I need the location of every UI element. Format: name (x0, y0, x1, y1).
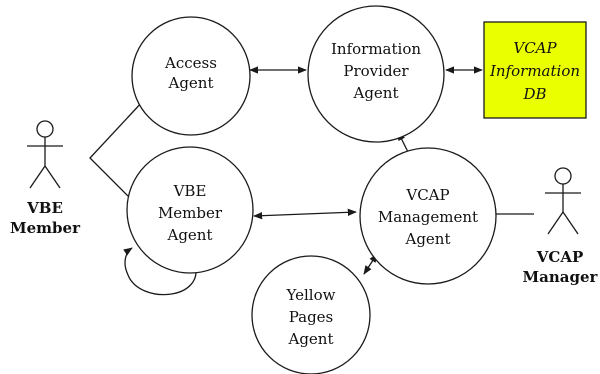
vcap-manager-stick-figure-icon (545, 167, 581, 235)
info-agent-line-2: Provider (343, 62, 409, 80)
access-agent-line-2: Agent (168, 74, 214, 92)
vcap-information-db: VCAP Information DB (483, 21, 587, 119)
vbe-actor-label-2: Member (10, 219, 81, 237)
access-agent-line-1: Access (164, 54, 217, 72)
vcap-management-agent: VCAP Management Agent (359, 147, 497, 285)
db-line-3: DB (522, 85, 546, 103)
yp-agent-line-1: Yellow (286, 286, 336, 304)
info-agent-line-3: Agent (353, 84, 399, 102)
vcap-agent-line-3: Agent (405, 230, 451, 248)
vbe-agent-line-3: Agent (167, 226, 213, 244)
vcap-actor-label-1: VCAP (536, 248, 584, 266)
vbe-member-actor: VBE Member (10, 120, 81, 237)
member-actor-connector (89, 99, 145, 197)
yellow-pages-agent: Yellow Pages Agent (251, 255, 371, 374)
info-agent-line-1: Information (331, 40, 421, 58)
vbe-agent-line-2: Member (158, 204, 223, 222)
db-line-1: VCAP (513, 39, 557, 57)
information-provider-agent: Information Provider Agent (307, 5, 445, 143)
vbe-member-agent: VBE Member Agent (126, 146, 254, 274)
vbe-vcap-connector (253, 208, 357, 220)
yp-agent-line-3: Agent (288, 330, 334, 348)
self-loop-connector (123, 247, 197, 296)
vcap-agent-line-2: Management (378, 208, 478, 226)
access-agent: Access Agent (131, 16, 251, 136)
yp-agent-line-2: Pages (289, 308, 334, 326)
db-line-2: Information (489, 62, 580, 80)
vcap-manager-actor: VCAP Manager (523, 167, 599, 286)
vbe-actor-label-1: VBE (26, 199, 63, 217)
vbe-agent-line-1: VBE (173, 182, 207, 200)
vbe-member-stick-figure-icon (27, 120, 63, 189)
vcap-agent-line-1: VCAP (405, 186, 449, 204)
vcap-actor-label-2: Manager (523, 268, 599, 286)
